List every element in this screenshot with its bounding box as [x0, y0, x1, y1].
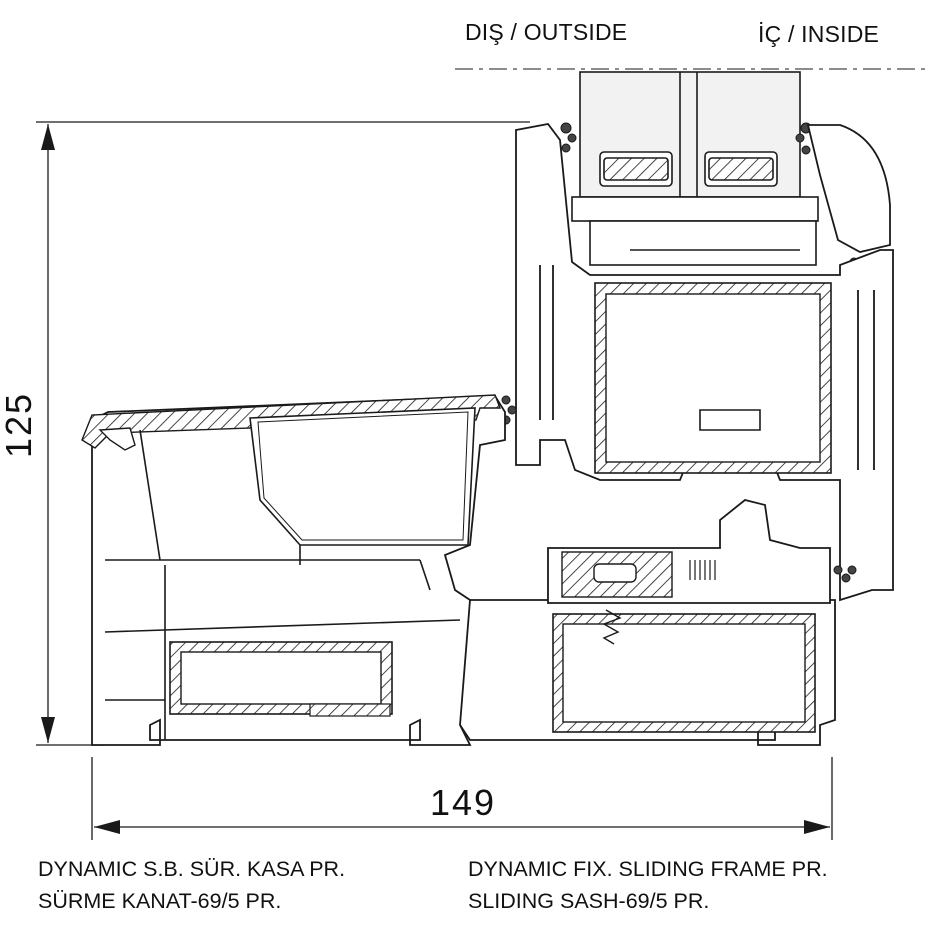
outside-label: DIŞ / OUTSIDE	[465, 19, 628, 45]
caption-right-line2: SLIDING SASH-69/5 PR.	[468, 889, 710, 913]
brush-seal	[689, 560, 716, 580]
frame-reinforcement-inner	[562, 623, 806, 723]
screw	[602, 609, 622, 645]
width-dimension-value: 149	[430, 782, 497, 823]
frame-hook-left	[98, 427, 136, 451]
caption-right: DYNAMIC FIX. SLIDING FRAME PR. SLIDING S…	[468, 853, 828, 917]
roller-housing	[561, 551, 673, 598]
inside-label: İÇ / INSIDE	[758, 21, 880, 47]
sash-hook	[699, 409, 761, 431]
height-dimension	[36, 121, 530, 746]
caption-left-line1: DYNAMIC S.B. SÜR. KASA PR.	[38, 857, 346, 881]
side-gaskets	[501, 395, 857, 583]
left-bottom-strip	[309, 703, 391, 717]
height-dimension-value: 125	[0, 391, 39, 458]
caption-left: DYNAMIC S.B. SÜR. KASA PR. SÜRME KANAT-6…	[38, 853, 345, 917]
upper-chamber-hatch	[257, 411, 469, 541]
roller-wheel-inner	[593, 563, 637, 583]
width-dimension	[91, 757, 833, 840]
caption-right-line1: DYNAMIC FIX. SLIDING FRAME PR.	[468, 857, 828, 881]
caption-left-line2: SÜRME KANAT-69/5 PR.	[38, 889, 282, 913]
sash-reinforcement-inner	[605, 293, 821, 463]
frame-reinforcement-left-inner	[180, 651, 382, 705]
upper-chamber	[249, 407, 476, 546]
frame-webs	[104, 429, 461, 740]
glazing-unit	[571, 71, 819, 266]
